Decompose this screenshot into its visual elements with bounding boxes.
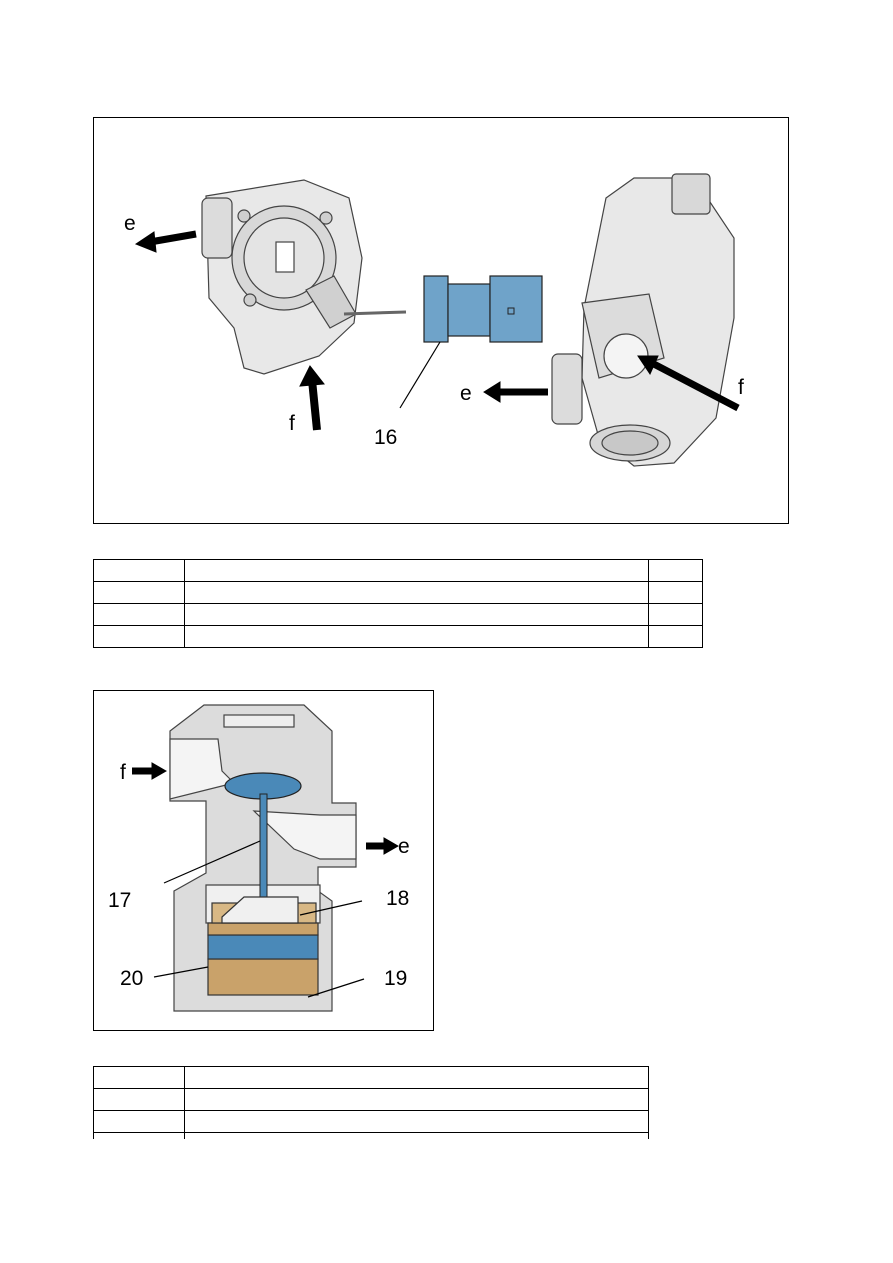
table-cell <box>93 625 185 648</box>
table-cell <box>93 1066 185 1089</box>
table-cell <box>184 603 649 626</box>
table-row <box>93 581 703 604</box>
table-row <box>93 559 703 582</box>
actuator-stack <box>207 896 319 996</box>
egr-valve-figure: e f 16 e f <box>93 117 789 524</box>
wire-cable <box>343 310 407 316</box>
table-cell <box>184 581 649 604</box>
label-17: 17 <box>108 889 131 912</box>
label-16: 16 <box>374 426 397 449</box>
table-cell <box>93 1110 185 1133</box>
valve-poppet <box>224 772 302 930</box>
label-20: 20 <box>120 967 143 990</box>
table-cell <box>648 603 703 626</box>
table-cell <box>184 1066 649 1089</box>
label-e: e <box>398 835 410 858</box>
table-cell <box>93 1132 185 1139</box>
table-row <box>93 1110 649 1133</box>
label-f-right: f <box>738 376 744 399</box>
table-cell <box>648 559 703 582</box>
table-row <box>93 1088 649 1111</box>
egr-valve-illustration: e f 16 e f <box>124 173 744 467</box>
label-18: 18 <box>386 887 409 910</box>
table-cell <box>93 1088 185 1111</box>
table-row <box>93 1066 649 1089</box>
table-cell <box>93 559 185 582</box>
table-row <box>93 1132 649 1139</box>
legend-table-2 <box>93 1066 649 1139</box>
label-19: 19 <box>384 967 407 990</box>
flow-arrows <box>132 762 400 998</box>
label-e-right: e <box>460 382 472 405</box>
table-row <box>93 603 703 626</box>
table-cell <box>648 581 703 604</box>
left-valve-body <box>201 179 363 375</box>
legend-table-1 <box>93 559 703 648</box>
electrical-connector <box>423 275 543 343</box>
table-cell <box>93 581 185 604</box>
table-row <box>93 625 703 648</box>
label-e-left: e <box>124 212 136 235</box>
egr-valve-section-figure: f e 17 18 19 20 <box>93 690 434 1031</box>
right-valve-body <box>551 173 735 467</box>
table-cell <box>184 1132 649 1139</box>
flow-arrows <box>134 230 740 431</box>
table-cell <box>184 1110 649 1133</box>
valve-section-illustration: f e 17 18 19 20 <box>108 704 410 1012</box>
table-cell <box>184 559 649 582</box>
table-cell <box>184 1088 649 1111</box>
table-cell <box>184 625 649 648</box>
label-f-left: f <box>289 412 295 435</box>
table-cell <box>648 625 703 648</box>
label-f: f <box>120 761 126 784</box>
table-cell <box>93 603 185 626</box>
